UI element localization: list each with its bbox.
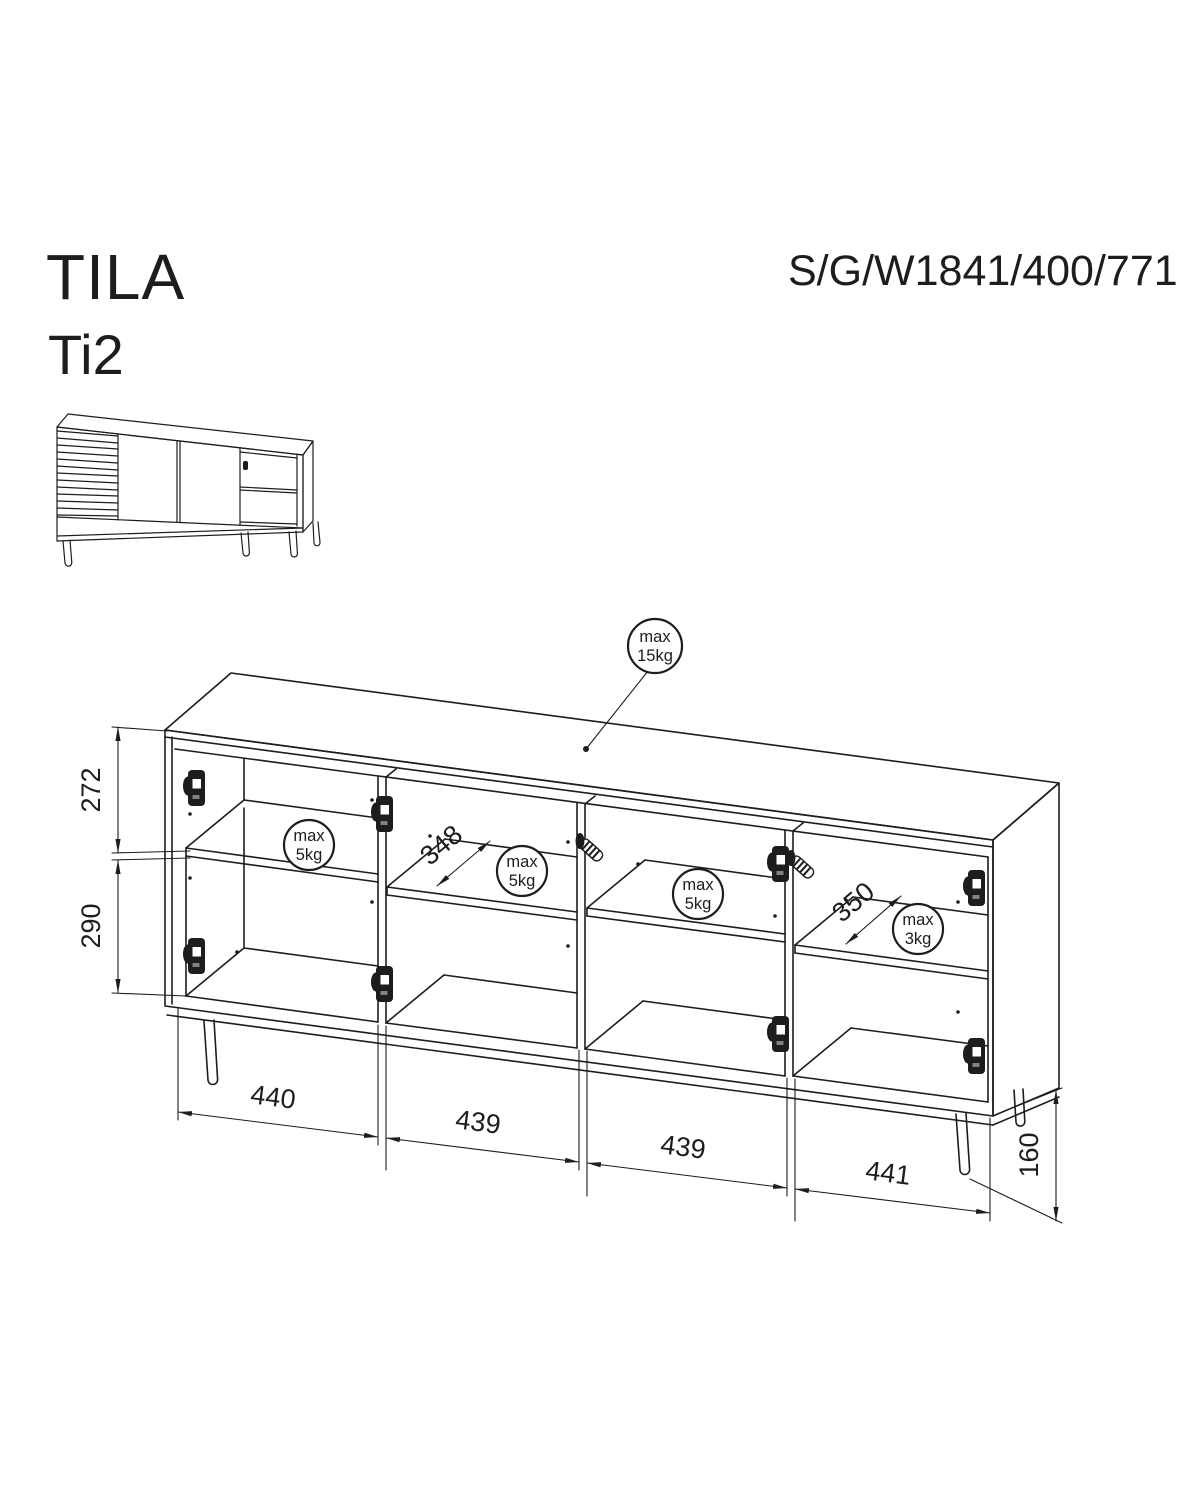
thumbnail-slat-door [56,430,119,521]
thumbnail-open-shelves [239,451,298,527]
dim-shelf-depth-348: 348 [414,819,468,871]
hinge-icon [183,770,205,806]
svg-text:5kg: 5kg [296,846,323,864]
thumbnail-sideboard [56,413,321,567]
dim-inner-height-lower: 290 [76,903,106,948]
main-cabinet-drawing [164,672,1060,1176]
size-value: 1841/400/771 [914,247,1178,295]
hinge-icon [767,1016,789,1052]
badge-shelf-2: max 5kg [495,844,549,898]
dim-compartment-width-3: 439 [659,1129,707,1164]
thumbnail-handle [243,461,248,470]
dim-compartment-width-4: 441 [864,1155,912,1190]
dim-shelf-depth-350: 350 [826,876,880,928]
thumbnail-leg [62,539,73,567]
size-label: S/G/W [788,247,915,295]
shelf-3 [586,859,786,943]
front-right-leg [955,1112,971,1176]
badge-top-panel: max 15kg [583,617,684,752]
badge-shelf-4: max 3kg [891,902,945,956]
thumbnail-leg [312,521,321,547]
leader-dot [583,746,589,752]
back-right-leg [1013,1088,1026,1127]
svg-text:3kg: 3kg [905,930,932,948]
shelf-1 [185,799,379,883]
door-handle-icon [574,832,606,864]
dim-compartment-width-2: 439 [454,1104,502,1139]
model-code: Ti2 [48,323,124,386]
shelf-2 [386,838,578,921]
top-panel [164,672,1060,841]
page-title: TILA [46,241,186,313]
hinge-icon [371,966,393,1002]
front-frame [164,729,994,1117]
svg-text:max: max [293,827,325,845]
badge-shelf-3: max 5kg [671,867,725,921]
door-handle-icon [785,849,817,881]
right-side-panel [992,782,1060,1117]
svg-text:max: max [902,911,934,929]
thumbnail-leg [240,531,250,557]
hinge-icon [963,870,985,906]
front-left-leg [203,1019,219,1086]
hinge-icon [371,796,393,832]
overall-dimensions: S/G/W 1841/400/771 [788,247,1178,296]
dim-compartment-width-1: 440 [249,1079,297,1114]
max-load-badges: max 15kg max 5kg max 5kg max 5kg max 3kg [282,617,945,956]
svg-text:15kg: 15kg [637,647,673,665]
svg-text:5kg: 5kg [509,872,536,890]
thumbnail-leg [288,530,298,558]
svg-text:max: max [506,853,538,871]
svg-text:max: max [639,628,671,646]
dim-leg-height: 160 [1014,1132,1044,1177]
shelf-4 [794,896,989,980]
base-rail [166,1014,994,1126]
badge-shelf-1: max 5kg [282,818,336,872]
svg-text:5kg: 5kg [685,895,712,913]
svg-text:max: max [682,876,714,894]
dim-inner-height-upper: 272 [76,767,106,812]
